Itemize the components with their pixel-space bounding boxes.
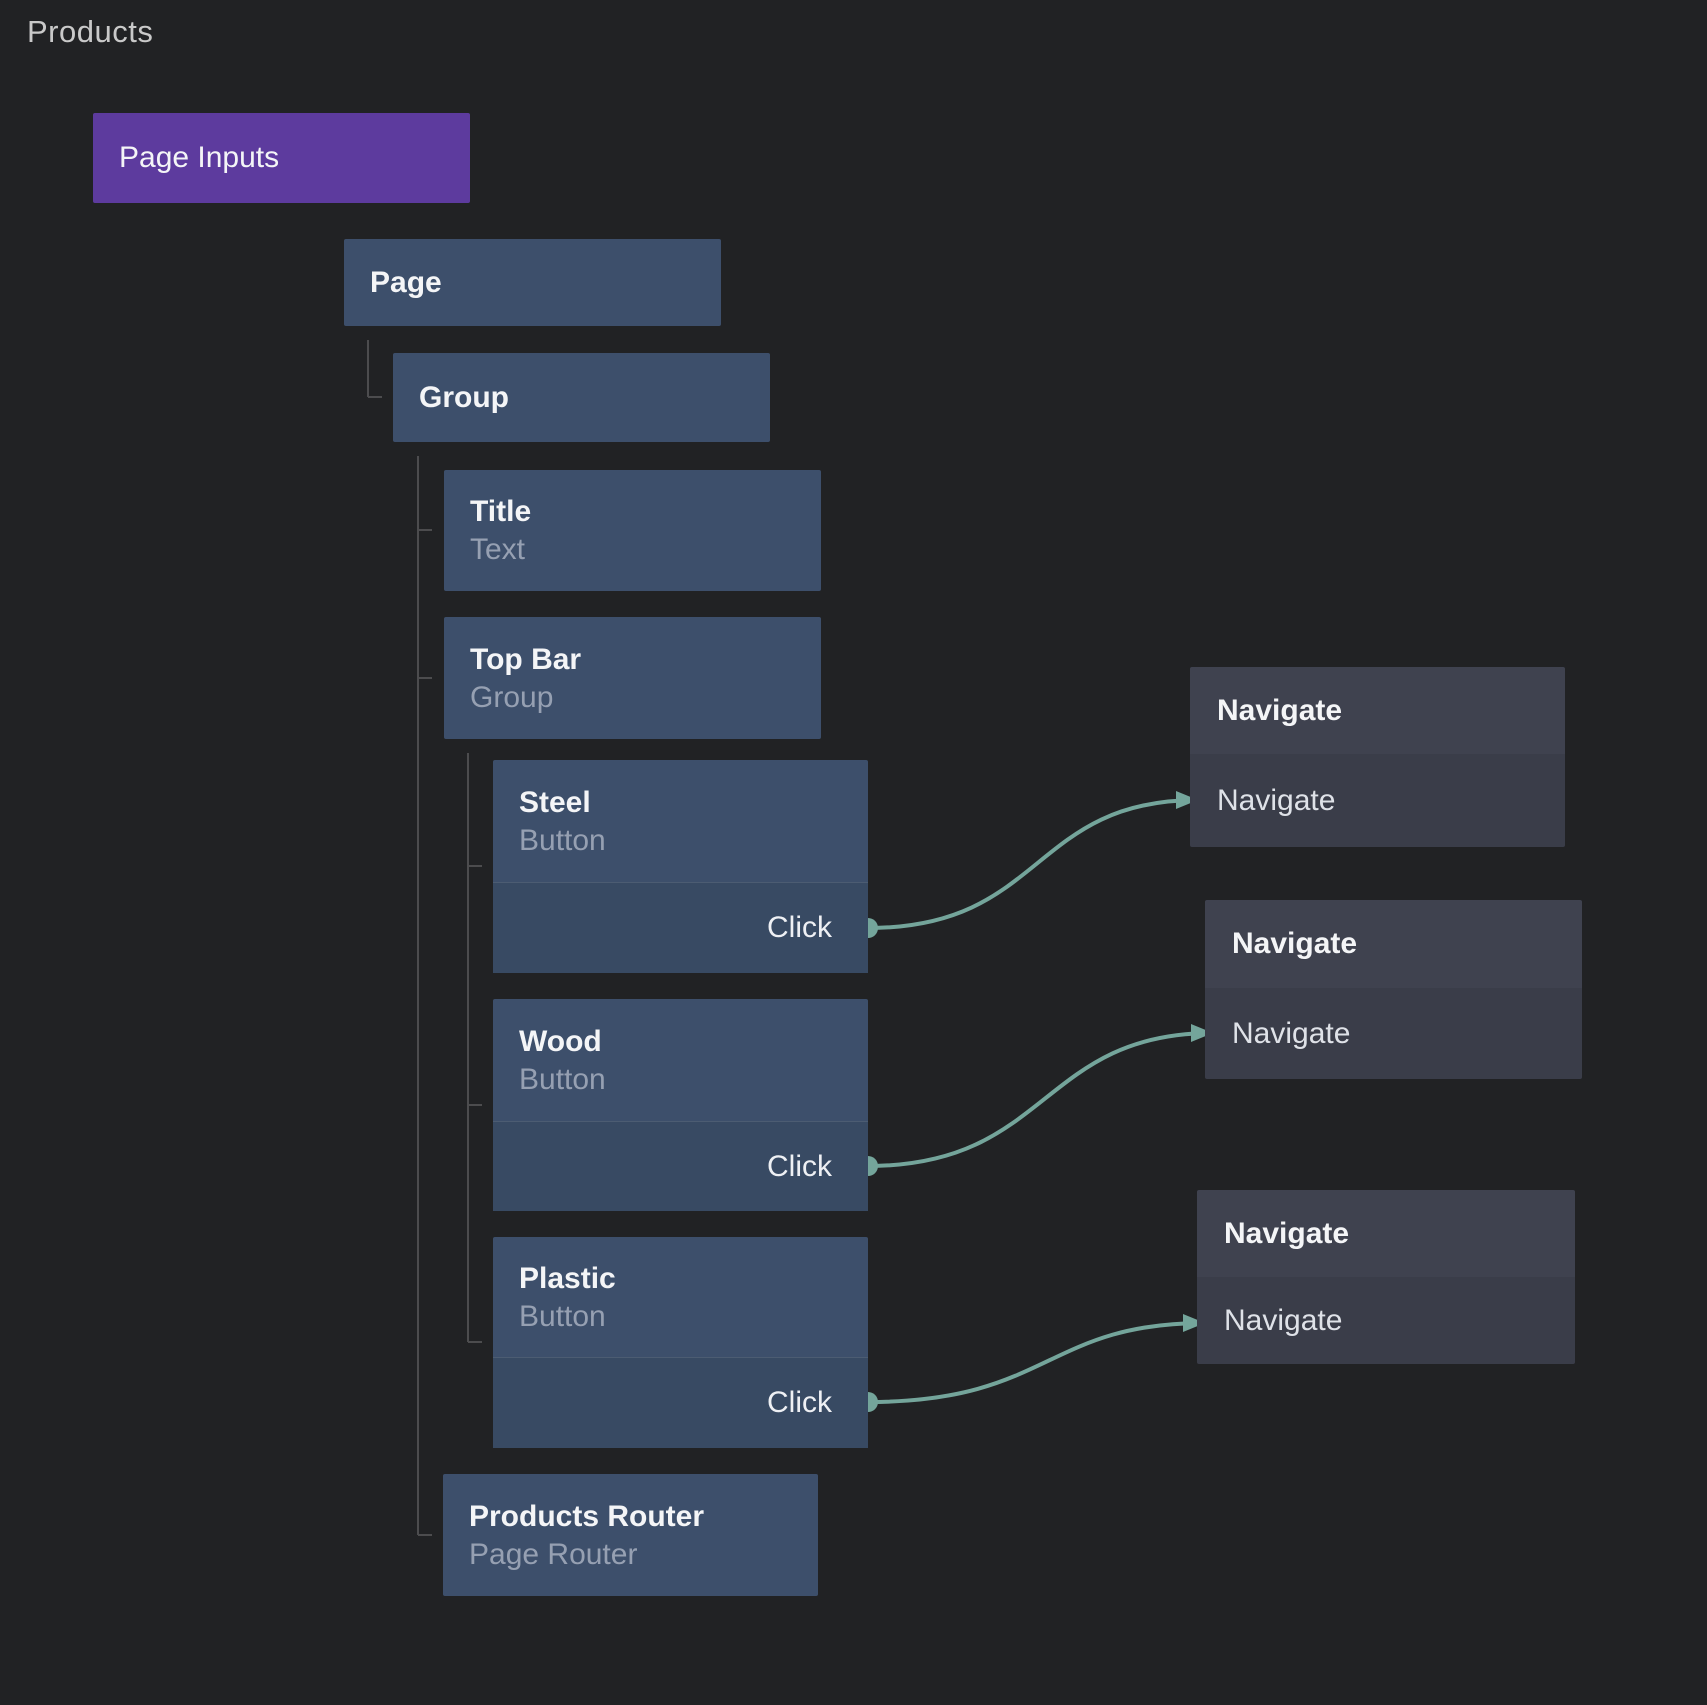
- action-node-header: Navigate: [1197, 1190, 1575, 1277]
- connection-arrow-steel-click-to-navigate-1: [867, 791, 1199, 930]
- node-subtitle: Page Router: [469, 1537, 638, 1571]
- node-subtitle: Button: [519, 1299, 606, 1333]
- event-row-click[interactable]: Click: [493, 1121, 868, 1211]
- action-node-header: Navigate: [1190, 667, 1565, 754]
- node-title: Group: [419, 380, 509, 414]
- tree-line: [417, 456, 432, 1536]
- tree-line: [367, 340, 382, 398]
- node-title: Wood: [519, 1024, 602, 1058]
- node-main: Page: [344, 239, 721, 326]
- node-title: Title: [470, 495, 532, 528]
- tree-line: [467, 753, 482, 1343]
- event-label: Click: [767, 1386, 832, 1419]
- node-title: Plastic: [519, 1261, 616, 1295]
- event-row-click[interactable]: Click: [493, 882, 868, 973]
- action-node-step: Navigate: [1205, 988, 1582, 1079]
- event-row-click[interactable]: Click: [493, 1357, 868, 1448]
- node-group[interactable]: Group: [393, 353, 770, 442]
- node-title: Page Inputs: [119, 141, 280, 174]
- action-node-step: Navigate: [1190, 754, 1565, 847]
- connection-arrow-wood-click-to-navigate-2: [867, 1024, 1214, 1168]
- action-node-header: Navigate: [1205, 900, 1582, 988]
- node-page-inputs[interactable]: Page Inputs: [93, 113, 470, 203]
- connection-arrow-plastic-click-to-navigate-3: [867, 1314, 1206, 1404]
- node-subtitle: Button: [519, 823, 606, 857]
- node-title: Page: [370, 265, 442, 299]
- action-node-step: Navigate: [1197, 1277, 1575, 1364]
- event-label: Click: [767, 911, 832, 944]
- node-subtitle: Text: [470, 533, 526, 566]
- node-subtitle: Button: [519, 1062, 606, 1096]
- node-subtitle: Group: [470, 680, 554, 714]
- node-title: Top Bar: [470, 642, 582, 676]
- node-main: Page Inputs: [93, 113, 470, 203]
- event-label: Click: [767, 1149, 832, 1183]
- page-title: Products: [27, 14, 154, 49]
- node-title: Steel: [519, 785, 591, 819]
- node-main: Group: [393, 353, 770, 442]
- event-connections: [858, 791, 1214, 1412]
- node-page[interactable]: Page: [344, 239, 721, 326]
- node-title: Products Router: [469, 1499, 705, 1533]
